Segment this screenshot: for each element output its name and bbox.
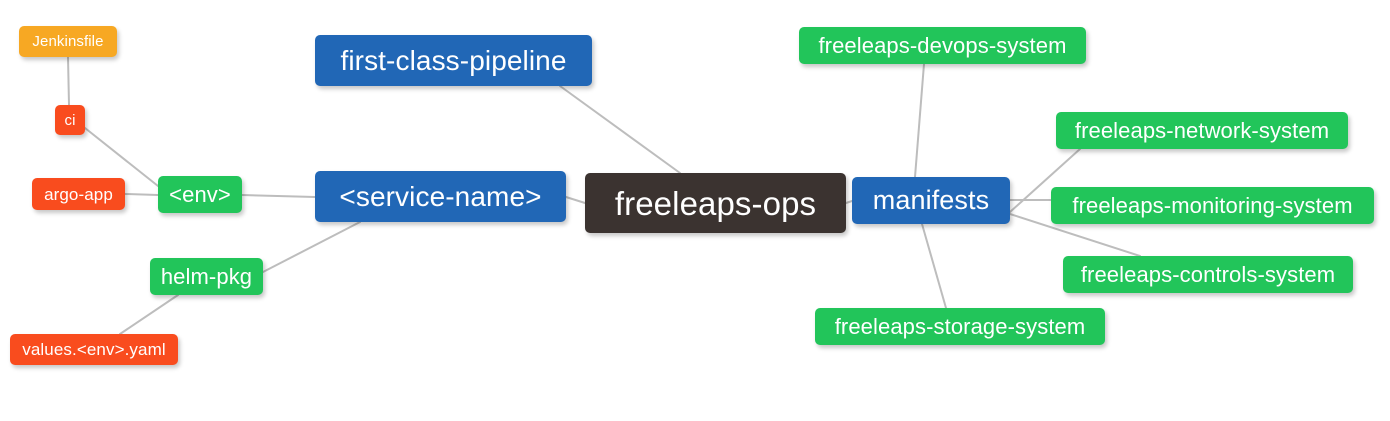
mindmap-node-freeleaps-devops-system[interactable]: freeleaps-devops-system xyxy=(799,27,1086,64)
edge-env-argo-app xyxy=(124,193,159,196)
mindmap-node-manifests[interactable]: manifests xyxy=(852,177,1010,224)
mindmap-node-label: <service-name> xyxy=(339,180,542,212)
mindmap-node-label: freeleaps-devops-system xyxy=(818,32,1067,58)
mindmap-node-label: helm-pkg xyxy=(160,263,253,289)
mindmap-node-freeleaps-storage-system[interactable]: freeleaps-storage-system xyxy=(815,308,1105,345)
mindmap-node-freeleaps-network-system[interactable]: freeleaps-network-system xyxy=(1056,112,1348,149)
mindmap-node-label: freeleaps-storage-system xyxy=(834,313,1086,339)
mindmap-node-label: <env> xyxy=(169,181,231,207)
mindmap-node-label: freeleaps-monitoring-system xyxy=(1072,192,1353,218)
mindmap-node-label: Jenkinsfile xyxy=(32,33,104,50)
edge-ops-service-name xyxy=(565,196,586,204)
mindmap-node-service-name[interactable]: <service-name> xyxy=(315,171,566,222)
edge-service-name-helm-pkg xyxy=(262,221,361,273)
edge-ops-first-class-pipeline xyxy=(559,85,681,174)
mindmap-node-ci[interactable]: ci xyxy=(55,105,85,135)
mindmap-node-jenkinsfile[interactable]: Jenkinsfile xyxy=(19,26,117,57)
mindmap-node-label: ci xyxy=(64,111,76,129)
mindmap-node-label: argo-app xyxy=(44,184,113,204)
mindmap-node-first-class-pipeline[interactable]: first-class-pipeline xyxy=(315,35,592,86)
edge-manifests-devops xyxy=(914,63,925,178)
edge-ci-jenkinsfile xyxy=(67,56,70,106)
mindmap-node-env[interactable]: <env> xyxy=(158,176,242,213)
mindmap-node-helm-pkg[interactable]: helm-pkg xyxy=(150,258,263,295)
mindmap-node-label: freeleaps-ops xyxy=(614,184,817,222)
mindmap-node-label: manifests xyxy=(872,185,990,215)
mindmap-node-label: freeleaps-controls-system xyxy=(1080,261,1336,287)
mindmap-node-freeleaps-controls-system[interactable]: freeleaps-controls-system xyxy=(1063,256,1353,293)
mindmap-node-label: freeleaps-network-system xyxy=(1074,117,1330,143)
mindmap-node-values-env-yaml[interactable]: values.<env>.yaml xyxy=(10,334,178,365)
edge-manifests-storage xyxy=(921,223,947,309)
mindmap-node-label: values.<env>.yaml xyxy=(22,340,166,359)
edge-helm-pkg-values xyxy=(119,294,179,335)
mindmap-node-freeleaps-monitoring-system[interactable]: freeleaps-monitoring-system xyxy=(1051,187,1374,224)
mindmap-node-argo-app[interactable]: argo-app xyxy=(32,178,125,210)
mindmap-node-label: first-class-pipeline xyxy=(340,44,567,76)
mindmap-node-freeleaps-ops[interactable]: freeleaps-ops xyxy=(585,173,846,233)
edge-service-name-env xyxy=(241,194,316,198)
